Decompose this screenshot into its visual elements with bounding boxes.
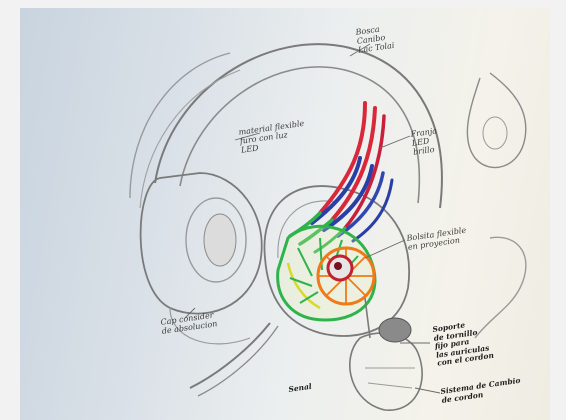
annotation-top-right: Bosca Canibo Lac Tolai [355, 23, 395, 55]
connector-sketch [350, 298, 422, 410]
annotation-right-upper: Franja LED brillo [410, 126, 440, 156]
side-sketch-top [467, 73, 525, 168]
mic-boom [190, 323, 270, 388]
annotation-bottom-right: Soporte de tornillo fijo para las auricu… [432, 318, 494, 368]
left-earcup [141, 173, 262, 314]
sketch-photo: Bosca Canibo Lac Tolai material flexible… [20, 8, 550, 420]
led-cushion [278, 226, 375, 320]
